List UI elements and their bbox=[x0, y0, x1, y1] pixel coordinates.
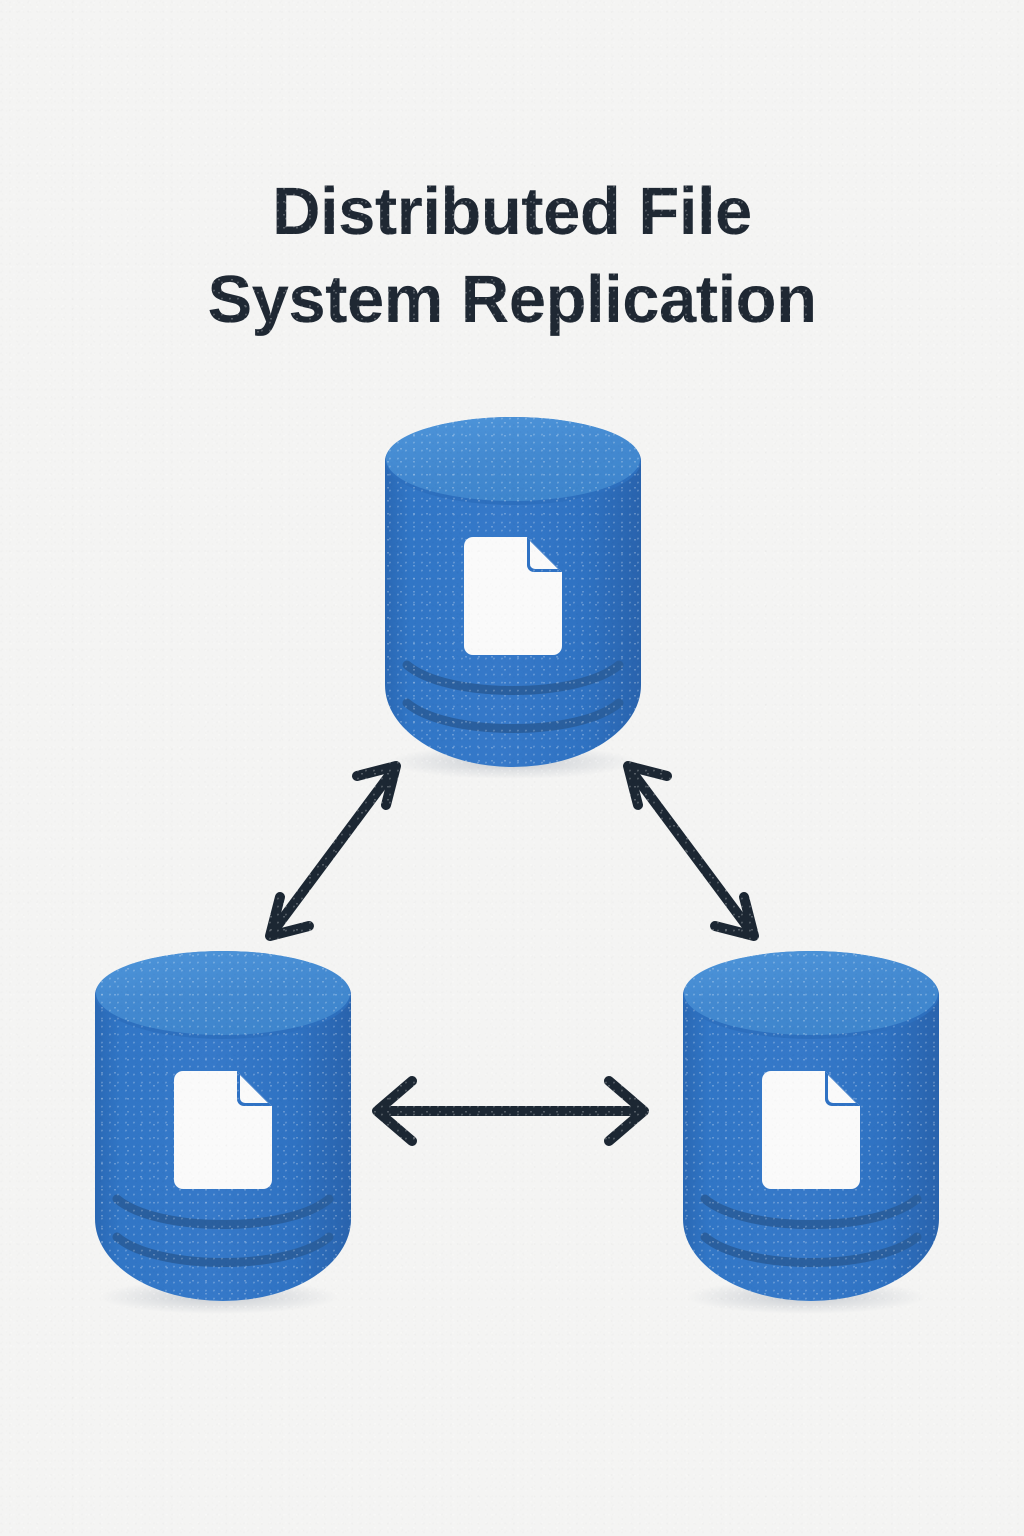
link-top-left[interactable] bbox=[265, 761, 401, 941]
link-left-right[interactable] bbox=[372, 1076, 649, 1146]
arrowhead-down-left bbox=[265, 892, 314, 941]
page-title-line-2: System Replication bbox=[207, 262, 817, 337]
node-bottom-right[interactable] bbox=[683, 951, 939, 1301]
link-top-right[interactable] bbox=[623, 761, 759, 941]
node-bottom-left[interactable] bbox=[95, 951, 351, 1301]
arrowhead-left bbox=[372, 1076, 417, 1146]
arrowhead-right bbox=[604, 1076, 649, 1146]
arrowhead-down-right bbox=[710, 892, 759, 941]
arrowhead-up-right bbox=[352, 761, 401, 810]
node-top[interactable] bbox=[385, 417, 641, 767]
arrowhead-up-left bbox=[623, 761, 672, 810]
page-title-line-1: Distributed File bbox=[272, 174, 752, 249]
page-title: Distributed File System Replication bbox=[0, 168, 1024, 344]
